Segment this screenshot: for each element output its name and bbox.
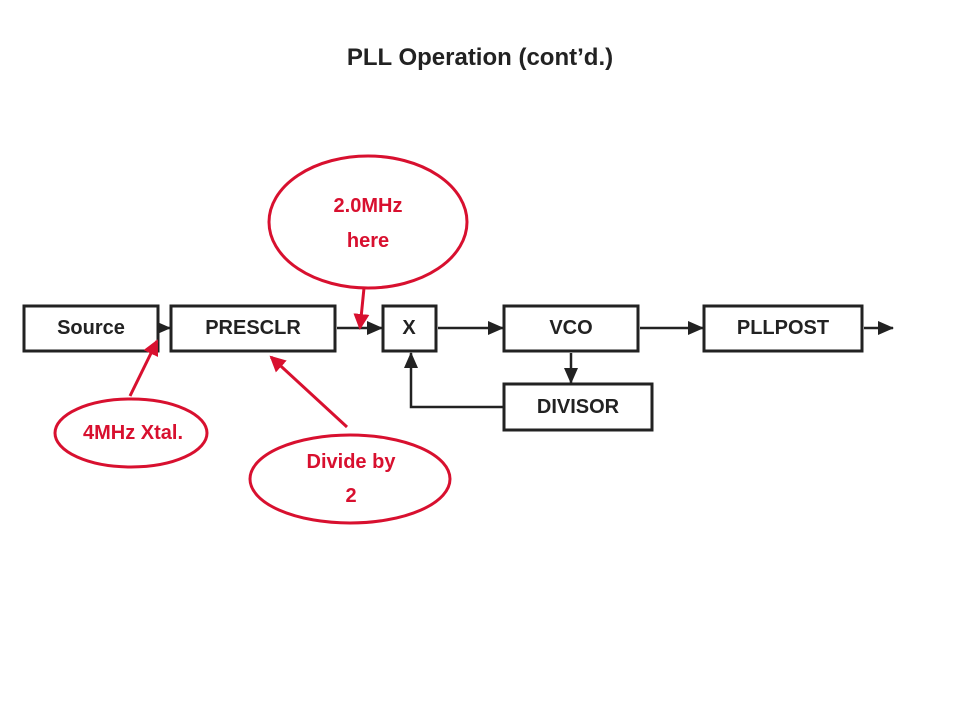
pointer-crystal-callout [128, 339, 159, 397]
callout-crystal-text: 4MHz Xtal. [83, 422, 183, 444]
block-divisor-label: DIVISOR [537, 396, 620, 418]
wire-divisor-feedback-to-multiplier [404, 352, 503, 409]
block-source-label: Source [57, 317, 125, 339]
callout-prescaler-ratio: Divide by 2 [248, 433, 452, 525]
block-pllpost: PLLPOST [702, 304, 864, 353]
callout-frequency-line2: here [347, 230, 389, 252]
block-divisor: DIVISOR [502, 382, 654, 432]
callout-frequency-line1: 2.0MHz [334, 195, 403, 217]
block-vco-label: VCO [549, 317, 592, 339]
callout-prescaler-ratio-line1: Divide by [307, 451, 397, 473]
block-prescaler: PRESCLR [169, 304, 337, 353]
block-vco: VCO [502, 304, 640, 353]
callout-prescaler-ratio-line2: 2 [345, 485, 356, 507]
block-source: Source [22, 304, 160, 353]
block-prescaler-label: PRESCLR [205, 317, 301, 339]
callout-crystal: 4MHz Xtal. [53, 397, 209, 469]
slide-title: PLL Operation (cont’d.) [346, 44, 614, 71]
callout-frequency: 2.0MHz here [267, 154, 469, 290]
pointer-prescaler-callout [269, 355, 349, 429]
block-pllpost-label: PLLPOST [737, 317, 829, 339]
pointer-freq-callout [353, 287, 370, 330]
block-multiplier-label: X [402, 317, 416, 339]
block-multiplier: X [381, 304, 438, 353]
